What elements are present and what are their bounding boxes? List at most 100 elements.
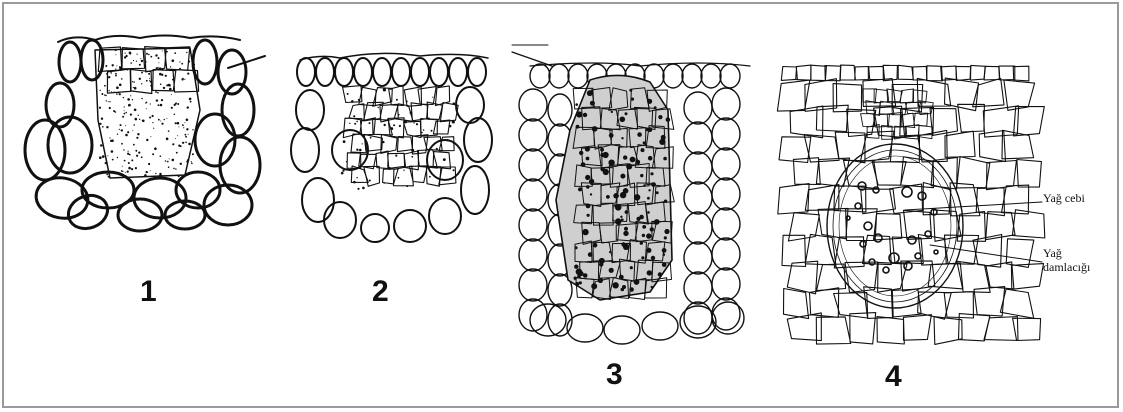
panel-3-side-cell — [684, 242, 712, 274]
panel-1-core-speck — [137, 54, 138, 55]
panel-3-core-nucleus — [626, 163, 632, 169]
panel-1-core-speck — [116, 54, 117, 55]
panel-1-core-speck — [175, 138, 176, 139]
panel-1-core-speck — [109, 137, 110, 138]
panel-1-core-speck — [107, 162, 108, 163]
panel-1-core-speck — [125, 134, 128, 137]
panel-2-cell — [394, 210, 426, 242]
panel-1-core-speck — [131, 159, 133, 161]
panel-2-cell — [461, 166, 489, 214]
panel-3-core-nucleus — [576, 111, 582, 117]
panel-1-core-speck — [134, 87, 137, 90]
panel-2-core-speck — [398, 114, 400, 116]
panel-4-epidermis-cell — [1013, 66, 1029, 81]
panel-3-core-nucleus — [575, 246, 578, 249]
panel-1-core-speck — [188, 134, 189, 135]
panel-1-core-speck — [192, 129, 193, 130]
panel-1-core-speck — [120, 69, 122, 71]
panel-4-epidermis-cell — [869, 66, 885, 79]
panel-1-core-cell — [130, 69, 152, 93]
panel-1-core-speck — [113, 110, 115, 112]
panel-1-core-speck — [158, 57, 160, 59]
panel-3-core-nucleus — [619, 275, 624, 280]
panel-2-core-speck — [388, 123, 389, 124]
panel-2-core-speck — [362, 143, 363, 144]
panel-1-core-speck — [121, 78, 123, 80]
panel-3-core-nucleus — [643, 141, 646, 144]
panel-1-core-speck — [158, 119, 160, 121]
panel-1-core-speck — [186, 119, 189, 122]
panel-3-core-nucleus — [625, 210, 629, 214]
panel-2-core-speck — [356, 149, 358, 151]
panel-2-core-speck — [436, 148, 438, 150]
panel-2-core-speck — [449, 125, 452, 128]
panel-2-core-speck — [390, 127, 393, 130]
panel-3-core-nucleus — [593, 243, 598, 248]
panel-2-core-speck — [406, 100, 408, 102]
panel-3-core-nucleus — [648, 156, 653, 161]
panel-1-core-speck — [109, 107, 111, 109]
panel-3-core-nucleus — [579, 281, 582, 284]
panel-3-drawing — [512, 45, 750, 344]
panel-1-core-speck — [168, 84, 171, 87]
panel-1-core-speck — [179, 68, 181, 70]
panel-3-core-nucleus — [650, 227, 654, 231]
panel-3-core-nucleus — [630, 157, 636, 163]
panel-3-core-nucleus — [647, 197, 650, 200]
panel-3-core-nucleus — [574, 277, 577, 280]
panel-1-core-speck — [172, 59, 175, 62]
panel-3-core-nucleus — [621, 218, 624, 221]
panel-3-epidermis-cell — [530, 64, 550, 88]
panel-2-cell — [296, 90, 324, 130]
panel-1-core-speck — [118, 92, 120, 94]
panel-2-core-speck — [428, 118, 430, 120]
panel-1-core-speck — [160, 155, 162, 157]
panel-3-side-cell — [684, 302, 712, 334]
panel-1-core-speck — [106, 100, 107, 101]
panel-1-core-speck — [137, 133, 139, 135]
panel-2-core-cell — [389, 86, 404, 106]
panel-1-core-speck — [175, 168, 176, 169]
panel-2-core-speck — [343, 140, 346, 143]
panel-2-epidermis-cell — [373, 58, 391, 86]
panel-1-core-speck — [178, 175, 180, 177]
panel-1-core-speck — [182, 142, 184, 144]
panel-2-core-speck — [446, 139, 448, 141]
panel-2-core-speck — [387, 118, 390, 121]
panel-3-epidermis-cell — [663, 64, 683, 88]
panel-1-core-speck — [125, 172, 126, 173]
panel-1-core-speck — [108, 101, 109, 102]
panel-1-core-speck — [150, 136, 151, 137]
panel-1-core-speck — [119, 129, 120, 130]
panel-3-core-nucleus — [658, 272, 662, 276]
panel-4-epidermis-cell — [971, 65, 986, 80]
panel-2-core-speck — [411, 156, 413, 158]
panel-3-core-nucleus — [625, 112, 628, 115]
panel-3-core-nucleus — [620, 192, 626, 198]
panel-4-mesophyll-cell — [833, 84, 862, 112]
panel-1-core-speck — [117, 134, 118, 135]
panel-1-core-speck — [133, 144, 135, 146]
panel-1-core-speck — [107, 155, 108, 156]
panel-1-core-speck — [139, 119, 140, 120]
panel-3-core-nucleus — [630, 266, 633, 269]
panel-3-core-nucleus — [642, 225, 646, 229]
panel-2-core-cell — [381, 135, 397, 154]
panel-3-core-nucleus — [629, 89, 632, 92]
panel-1-cell — [59, 42, 81, 82]
panel-1-core-speck — [100, 144, 102, 146]
panel-1-core-cell — [145, 47, 167, 72]
panel-2-epidermis-cell — [354, 58, 372, 86]
panel-3-epidermis-cell — [682, 64, 702, 88]
panel-1-core-speck — [127, 131, 129, 133]
panel-3-epidermis-cell — [701, 64, 721, 88]
panel-1-core-speck — [138, 152, 140, 154]
panel-2-cell — [429, 198, 461, 234]
panel-1-core-speck — [142, 120, 145, 123]
panel-3-core-nucleus — [636, 160, 641, 165]
panel-1-core-speck — [169, 70, 170, 71]
panel-3-side-cell — [712, 118, 740, 150]
panel-1-core-speck — [185, 142, 187, 144]
panel-2-core-speck — [356, 177, 357, 178]
panel-2-core-speck — [353, 181, 356, 184]
